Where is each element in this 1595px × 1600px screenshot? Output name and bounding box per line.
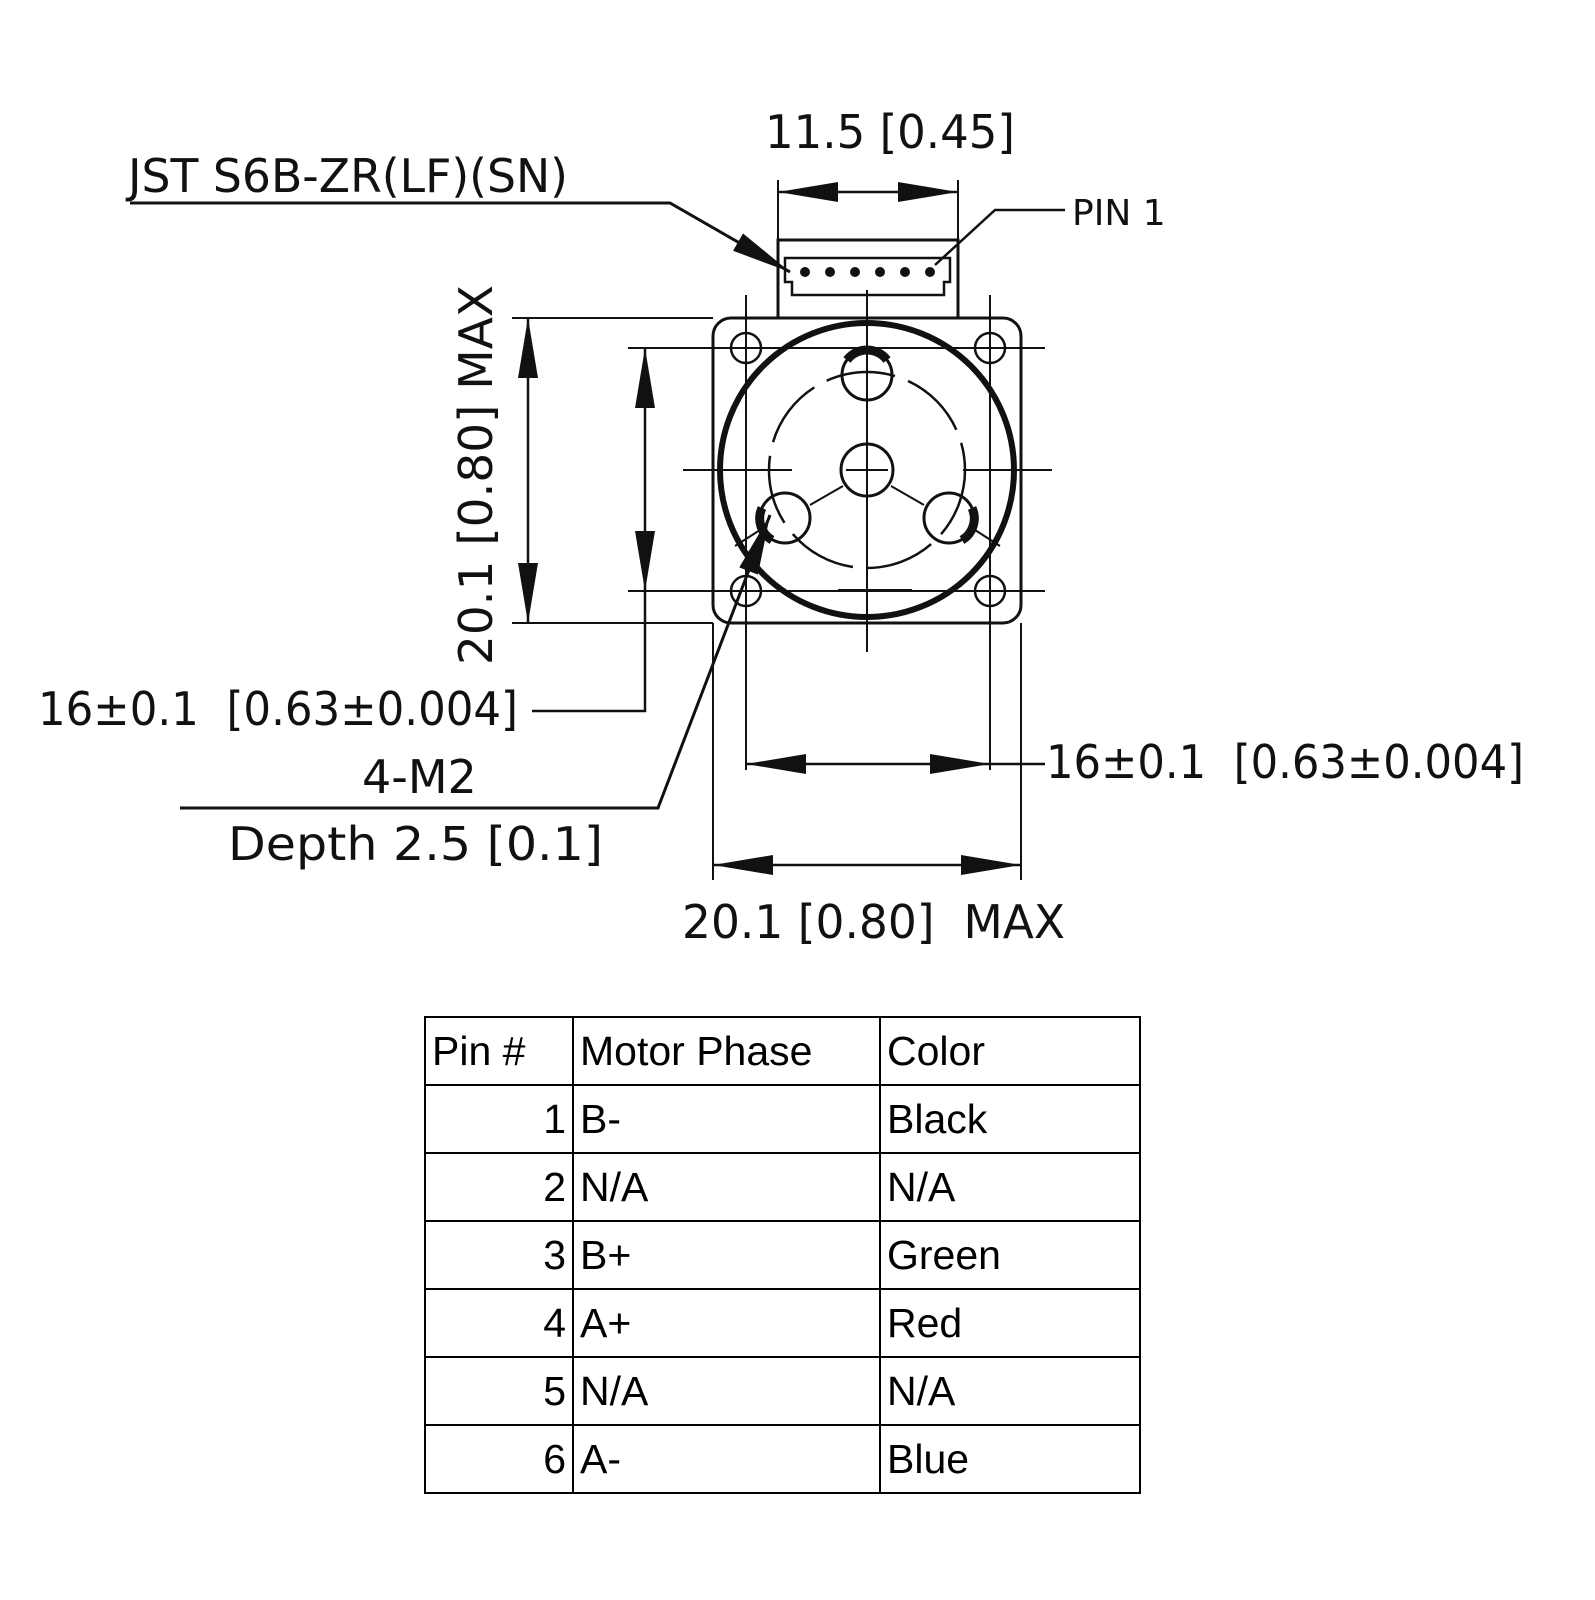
cell-pin: 3 (424, 1220, 574, 1290)
header-color: Color (879, 1016, 1141, 1086)
header-motor-phase: Motor Phase (572, 1016, 881, 1086)
cell-phase: A+ (572, 1288, 881, 1358)
table-row: 1 B- Black (424, 1084, 1141, 1154)
thread-depth-label: Depth 2.5 [0.1] (228, 817, 603, 871)
cell-color: N/A (879, 1356, 1141, 1426)
cell-phase: N/A (572, 1152, 881, 1222)
connector-leader (130, 201, 791, 274)
table-row: 5 N/A N/A (424, 1356, 1141, 1426)
table-header-row: Pin # Motor Phase Color (424, 1016, 1141, 1086)
pinout-table: Pin # Motor Phase Color 1 B- Black 2 N/A… (424, 1016, 1141, 1494)
vertical-spacing-label: 16±0.1 [0.63±0.004] (38, 682, 518, 736)
cell-phase: N/A (572, 1356, 881, 1426)
cell-pin: 1 (424, 1084, 574, 1154)
table-row: 2 N/A N/A (424, 1152, 1141, 1222)
thread-callout-label: 4-M2 (362, 750, 477, 804)
cell-pin: 5 (424, 1356, 574, 1426)
cell-color: Green (879, 1220, 1141, 1290)
thread-leader (180, 514, 772, 810)
cell-color: N/A (879, 1152, 1141, 1222)
cell-color: Blue (879, 1424, 1141, 1494)
cell-phase: B+ (572, 1220, 881, 1290)
pin1-label: PIN 1 (1072, 193, 1166, 234)
pin1-leader (934, 208, 1065, 266)
horizontal-spacing-label: 16±0.1 [0.63±0.004] (1046, 735, 1524, 789)
cell-pin: 4 (424, 1288, 574, 1358)
table-row: 6 A- Blue (424, 1424, 1141, 1494)
height-max-label: 20.1 [0.80] MAX (449, 285, 503, 665)
table-row: 4 A+ Red (424, 1288, 1141, 1358)
cell-phase: A- (572, 1424, 881, 1494)
table-row: 3 B+ Green (424, 1220, 1141, 1290)
connector-pins (800, 267, 935, 277)
header-pin: Pin # (424, 1016, 574, 1086)
cell-color: Red (879, 1288, 1141, 1358)
motor-dimension-drawing: JST S6B-ZR(LF)(SN) 11.5 [0.45] PIN 1 20.… (38, 105, 1524, 949)
connector-width-label: 11.5 [0.45] (765, 105, 1015, 159)
cell-pin: 6 (424, 1424, 574, 1494)
cell-phase: B- (572, 1084, 881, 1154)
width-max-label: 20.1 [0.80] MAX (682, 895, 1065, 949)
cell-pin: 2 (424, 1152, 574, 1222)
cell-color: Black (879, 1084, 1141, 1154)
connector-part-label: JST S6B-ZR(LF)(SN) (125, 149, 568, 203)
